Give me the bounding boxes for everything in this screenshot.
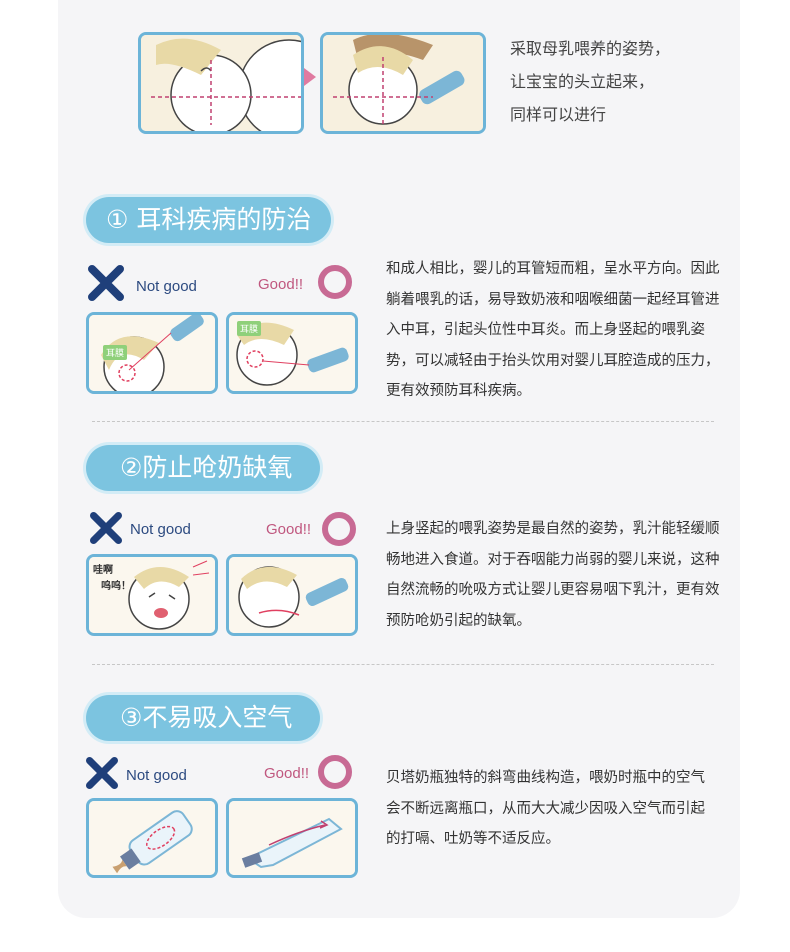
intro-line: 让宝宝的头立起来， xyxy=(510,72,655,91)
x-mark-icon xyxy=(90,512,122,544)
ear-bad-illustration: 耳膜 xyxy=(86,312,218,394)
not-good-label: Not good xyxy=(126,767,187,784)
good-label: Good!! xyxy=(266,521,312,538)
circle-icon xyxy=(322,512,356,546)
section-title-air: ③不易吸入空气 xyxy=(86,695,321,741)
intro-illustration-bottle xyxy=(320,32,486,134)
section-paragraph-air: 贝塔奶瓶独特的斜弯曲线构造，喂奶时瓶中的空气会不断远离瓶口，从而大大减少因吸入空… xyxy=(386,770,705,847)
section-paragraph-choke: 上身竖起的喂乳姿势是最自然的姿势，乳汁能轻缓顺畅地进入食道。对于吞咽能力尚弱的婴… xyxy=(386,521,720,629)
circle-icon xyxy=(318,265,352,299)
air-bad-illustration xyxy=(86,798,218,878)
baby-sound: 哇啊 xyxy=(93,565,113,576)
ear-good-illustration: 耳膜 xyxy=(226,312,358,394)
ear-tag: 耳膜 xyxy=(103,345,128,360)
section-title-ear: ① 耳科疾病的防治 xyxy=(86,197,332,243)
x-mark-icon xyxy=(88,265,124,301)
section-paragraph-ear: 和成人相比，婴儿的耳管短而粗，呈水平方向。因此躺着喂乳的话，易导致奶液和咽喉细菌… xyxy=(386,261,720,399)
intro-line: 同样可以进行 xyxy=(510,105,607,124)
divider xyxy=(92,664,714,665)
baby-sound: 呜呜！ xyxy=(101,581,131,592)
circle-icon xyxy=(318,755,352,789)
choke-bad-illustration: 哇啊 呜呜！ xyxy=(86,554,218,636)
section-title-choke: ②防止呛奶缺氧 xyxy=(86,445,321,491)
intro-illustration-breastfeeding xyxy=(138,32,304,134)
x-mark-icon xyxy=(86,757,118,789)
not-good-label: Not good xyxy=(136,278,197,295)
air-good-illustration xyxy=(226,798,358,878)
intro-line: 采取母乳喂养的姿势， xyxy=(510,39,671,58)
good-label: Good!! xyxy=(264,765,310,782)
ear-tag: 耳膜 xyxy=(237,321,262,336)
not-good-label: Not good xyxy=(130,521,191,538)
divider xyxy=(92,421,714,422)
choke-good-illustration xyxy=(226,554,358,636)
arrow-right-icon xyxy=(304,68,316,86)
good-label: Good!! xyxy=(258,276,304,293)
intro-caption: 采取母乳喂养的姿势， 让宝宝的头立起来， 同样可以进行 xyxy=(510,32,750,131)
